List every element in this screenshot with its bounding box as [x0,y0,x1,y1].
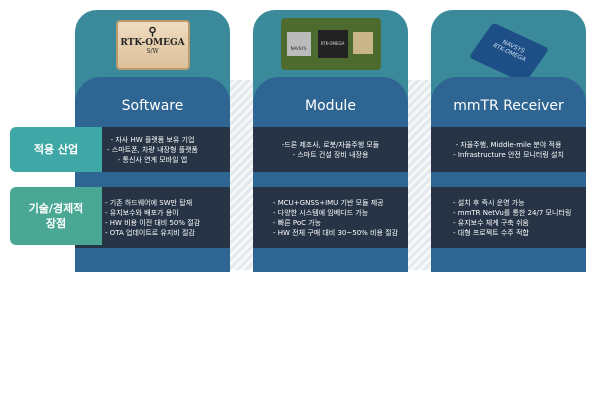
software-logo-image: ⚲ RTK-OMEGA S/W [115,20,190,70]
column-title: Software [121,98,184,114]
cell-line: - HW 전체 구매 대비 30~50% 비용 절감 [273,228,399,237]
chevron-decoration [408,80,431,270]
cell-line: - 빠른 PoC 가능 [273,218,322,227]
cell-line: - 유지보수와 배포가 용이 [105,208,179,217]
cell-line: - 통신사 연계 모바일 앱 [117,155,188,164]
rtk-chip: RTK-OMEGA [317,30,348,58]
column-module: NAVSYS RTK-OMEGA Module -드론 제조사, 로봇/자율주행… [253,10,408,272]
cell-line: - Infrastructure 안전 모니터링 설치 [453,150,564,159]
application-cell: -드론 제조사, 로봇/자율주행 모듈 - 스마트 건설 장비 내장용 [253,127,408,172]
cell-line: - 스마트폰, 차량 내장형 플랫폼 [107,145,198,154]
cell-line: - 유지보수 체계 구축 쉬움 [453,218,529,227]
cell-line: - 대형 프로젝트 수주 적합 [453,228,529,237]
cell-line: - 자율주행, Middle-mile 분야 적용 [455,140,562,149]
location-pin-icon: ⚲ [148,25,157,38]
cell-line: - OTA 업데이트로 유지비 절감 [105,228,195,237]
cell-line: - HW 비용 이전 대비 50% 절감 [105,218,201,227]
advantage-cell: - MCU+GNSS+IMU 기반 모듈 제공 - 다양한 시스템에 임베디드 … [253,187,408,248]
row-label-application: 적용 산업 [10,127,102,172]
cell-line: - 스마트 건설 장비 내장용 [292,150,369,159]
cell-line: - MCU+GNSS+IMU 기반 모듈 제공 [273,198,384,207]
cell-line: - 기존 하드웨어에 SW만 탑재 [105,198,193,207]
cell-line: - 설치 후 즉시 운영 가능 [453,198,525,207]
logo-sub: S/W [146,48,159,55]
application-cell: - 자율주행, Middle-mile 분야 적용 - Infrastructu… [431,127,586,172]
column-title: Module [305,98,356,114]
receiver-device-image: NAVSYS RTK-OMEGA [468,22,549,84]
navsys-chip: NAVSYS [286,32,311,56]
cell-line: -드론 제조사, 로봇/자율주행 모듈 [281,140,380,149]
cell-line: - 자사 HW 플랫폼 보유 기업 [110,135,195,144]
advantage-cell: - 설치 후 즉시 운영 가능 - mmTR NetVu를 통한 24/7 모니… [431,187,586,248]
column-receiver: NAVSYS RTK-OMEGA mmTR Receiver - 자율주행, M… [431,10,586,272]
cell-line: - 다양한 시스템에 임베디드 가능 [273,208,369,217]
cell-line: - mmTR NetVu를 통한 24/7 모니터링 [453,208,572,217]
column-title: mmTR Receiver [453,98,564,114]
logo-brand: RTK-OMEGA [120,38,185,48]
antenna-icon [352,32,373,54]
module-board-image: NAVSYS RTK-OMEGA [280,18,381,70]
chevron-decoration [230,80,253,270]
row-label-advantages: 기술/경제적 장점 [10,187,102,245]
